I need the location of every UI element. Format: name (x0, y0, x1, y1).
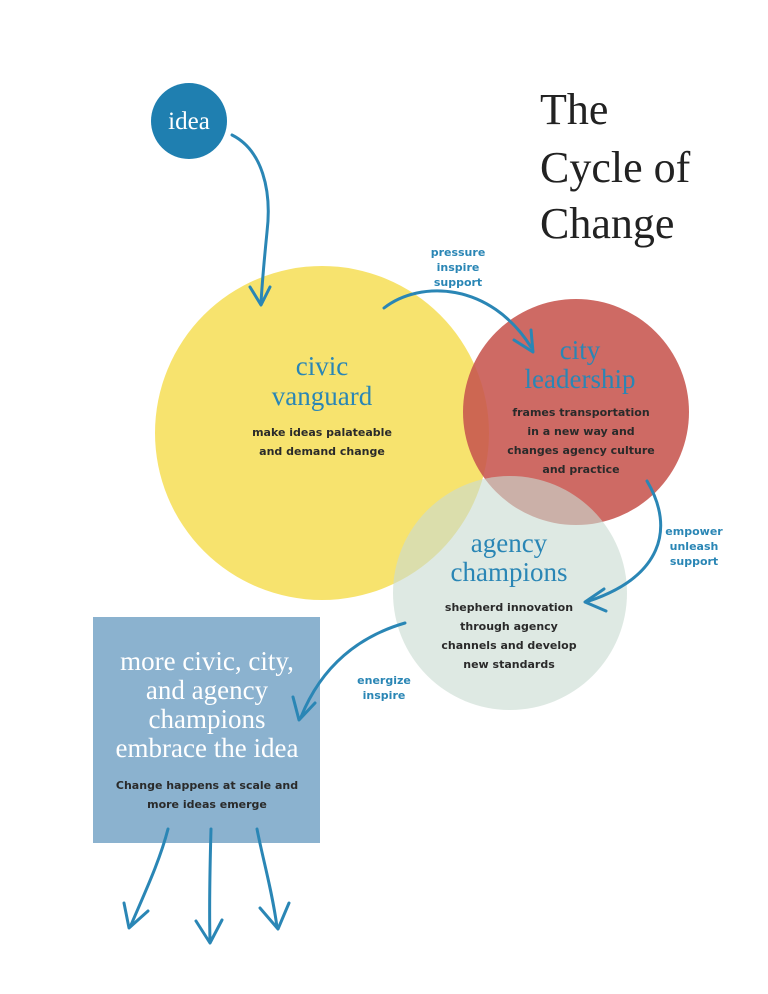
civic-vanguard-circle (155, 266, 489, 600)
agency-champions-circle (393, 476, 627, 710)
arrow-idea-to-civic (230, 133, 270, 305)
idea-label: idea (168, 108, 210, 135)
agency-champions-label-line-1: agency (471, 528, 548, 558)
civic-vanguard-desc-line-1: make ideas palateable (252, 426, 392, 439)
civic-vanguard-desc-line-2: and demand change (259, 445, 385, 458)
city-leadership-desc-line-2: in a new way and (527, 425, 634, 438)
scale-box (93, 617, 320, 843)
arrow-civic-to-city-head (512, 328, 535, 354)
city-leadership-label-line-2: leadership (525, 364, 636, 394)
arrow-out-middle-head (194, 918, 224, 945)
city-leadership-label-line-1: city (560, 335, 601, 365)
arrow-label-energize: energize (357, 674, 411, 687)
arrow-agency-to-scale (299, 621, 407, 719)
arrow-out-left (129, 827, 170, 927)
idea-circle (151, 83, 227, 159)
city-leadership-desc-line-4: and practice (542, 463, 619, 476)
scale-label-line-1: more civic, city, (120, 646, 294, 676)
arrow-label-support-2: support (670, 555, 718, 568)
scale-label-line-3: champions (149, 704, 266, 734)
arrow-city-to-agency (587, 479, 663, 603)
arrow-agency-to-scale-head (291, 695, 317, 722)
arrow-out-middle (208, 827, 213, 942)
arrow-label-inspire-2: inspire (363, 689, 406, 702)
city-leadership-desc-line-3: changes agency culture (507, 444, 655, 457)
agency-champions-desc-line-4: new standards (463, 658, 555, 671)
scale-label-line-4: embrace the idea (116, 733, 299, 763)
title-line-2: Cycle of (540, 143, 691, 192)
agency-champions-desc-line-1: shepherd innovation (445, 601, 573, 614)
city-leadership-desc-line-1: frames transportation (512, 406, 649, 419)
title-line-1: The (540, 85, 608, 134)
arrow-out-right-head (258, 901, 291, 931)
arrow-label-inspire-1: inspire (437, 261, 480, 274)
arrow-idea-to-civic-head (248, 285, 272, 307)
title-line-3: Change (540, 199, 674, 248)
arrow-out-right (255, 827, 279, 929)
arrow-civic-to-city (382, 289, 533, 349)
arrow-city-to-agency-head (583, 587, 608, 613)
arrow-label-empower: empower (665, 525, 723, 538)
scale-desc-line-2: more ideas emerge (147, 798, 267, 811)
scale-desc-line-1: Change happens at scale and (116, 779, 298, 792)
agency-champions-label-line-2: champions (451, 557, 568, 587)
civic-vanguard-label-line-1: civic (296, 351, 348, 381)
agency-champions-desc-line-3: channels and develop (441, 639, 576, 652)
arrow-out-left-head (122, 901, 150, 930)
civic-vanguard-label-line-2: vanguard (272, 381, 373, 411)
arrow-label-pressure: pressure (431, 246, 486, 259)
arrow-label-support-1: support (434, 276, 482, 289)
scale-label-line-2: and agency (146, 675, 269, 705)
arrow-label-unleash: unleash (670, 540, 719, 553)
agency-champions-desc-line-2: through agency (460, 620, 558, 633)
city-leadership-circle (463, 299, 689, 525)
